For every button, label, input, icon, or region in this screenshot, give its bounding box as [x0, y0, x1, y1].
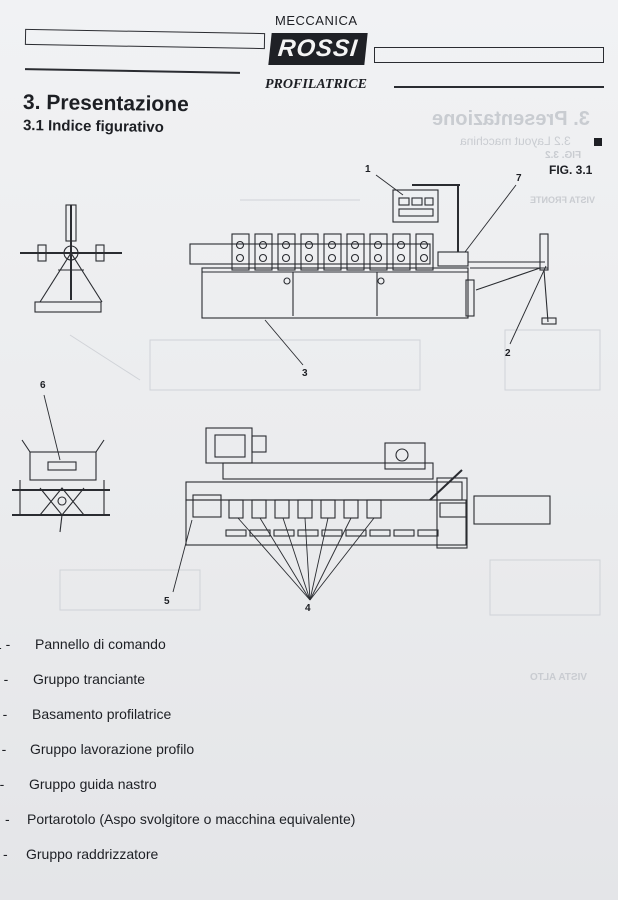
legend-text: Gruppo guida nastro: [29, 776, 157, 792]
callout-7: 7: [516, 173, 522, 184]
brand-name: MECCANICA: [275, 13, 358, 28]
document-subtitle: PROFILATRICE: [265, 77, 367, 92]
legend-text: Gruppo tranciante: [33, 671, 146, 687]
legend-number: 5 -: [0, 776, 5, 792]
technical-drawing: [12, 174, 601, 616]
profiler-front-view: [189, 184, 557, 325]
callout-6: 6: [40, 380, 46, 391]
legend-text: Pannello di comando: [35, 636, 166, 652]
callout-leaders-front: [264, 174, 547, 366]
callout-leaders-plan: [172, 517, 375, 601]
legend-text: Basamento profilatrice: [32, 706, 172, 722]
legend-number: 3 -: [0, 706, 8, 722]
legend-number: -: [5, 811, 10, 827]
legend-number: 4 -: [0, 741, 7, 757]
legend-text: Portarotolo (Aspo svolgitore o macchina …: [27, 811, 356, 827]
figure-label: FIG. 3.1: [549, 163, 593, 177]
legend-number: 1 -: [0, 636, 11, 652]
callout-3: 3: [302, 368, 308, 379]
header-box-right: [374, 47, 604, 63]
legend-text: Gruppo raddrizzatore: [26, 846, 159, 862]
ghost-vista-alto: VISTA ALTO: [530, 672, 588, 683]
profiler-plan-view: [185, 427, 551, 549]
legend-number: -: [3, 846, 8, 862]
callout-2: 2: [505, 348, 511, 359]
header-line-right: [394, 86, 604, 88]
callout-5: 5: [164, 596, 170, 607]
corner-square: [594, 138, 602, 146]
ghost-drawing: [59, 199, 601, 616]
legend-number: 2 -: [0, 671, 9, 687]
decoiler-front-view: [20, 204, 122, 313]
callout-4: 4: [305, 603, 311, 614]
straightener-side-view: [12, 439, 110, 533]
legend-text: Gruppo lavorazione profilo: [30, 741, 195, 757]
callout-1: 1: [365, 164, 371, 175]
